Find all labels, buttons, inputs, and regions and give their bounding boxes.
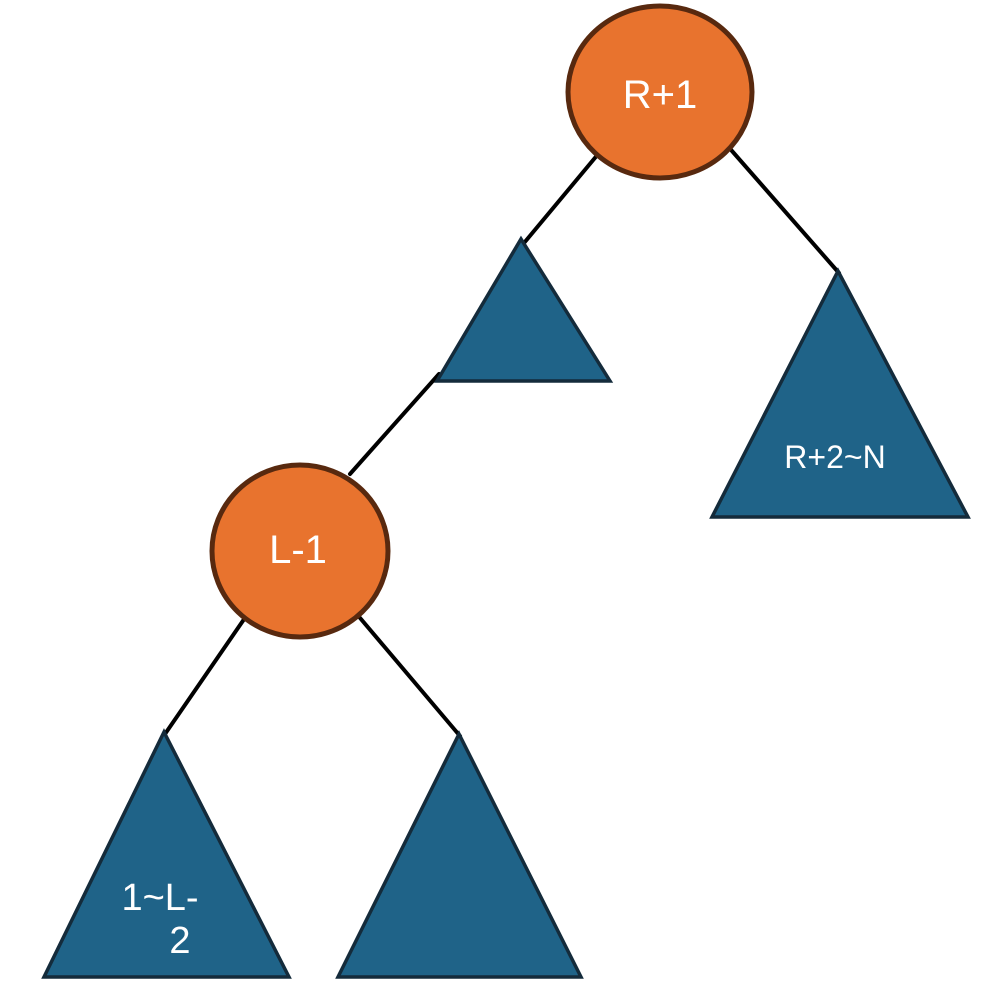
edge-root-to-right-subtree: [723, 141, 841, 275]
root-node-label: R+1: [623, 73, 698, 117]
bottom-mid-subtree-triangle: [335, 730, 584, 979]
edge-left-node-to-bottom-left-subtree: [163, 610, 251, 736]
tree-edges: [163, 141, 841, 738]
upper-mid-subtree-triangle: [433, 235, 614, 383]
edge-upper-mid-subtree-to-left-node: [348, 372, 441, 476]
left-node-label: L-1: [269, 528, 327, 572]
root-node-circle: [565, 3, 755, 181]
right-subtree-triangle: [709, 267, 971, 519]
bottom-left-subtree-label-line1: 1~L-: [121, 877, 198, 919]
edge-root-to-upper-mid-subtree: [522, 151, 601, 245]
left-node-circle: [209, 462, 391, 640]
edge-left-node-to-bottom-mid-subtree: [353, 610, 462, 738]
bottom-left-subtree-triangle: [41, 728, 292, 979]
bottom-left-subtree-label-line2: 2: [169, 920, 190, 962]
right-subtree-label: R+2~N: [784, 439, 885, 475]
